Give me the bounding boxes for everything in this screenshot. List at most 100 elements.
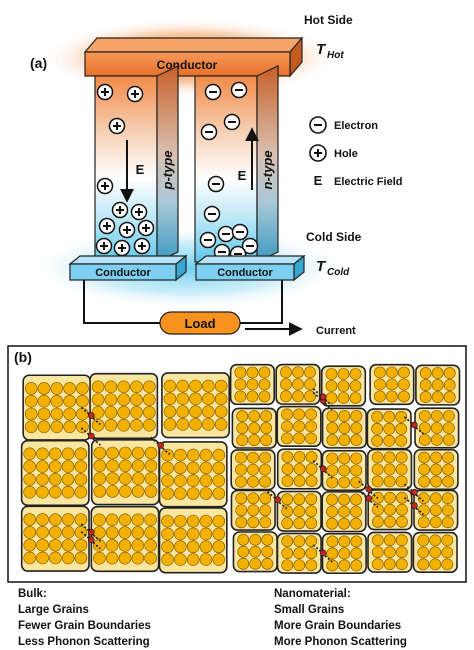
scatter-point	[365, 485, 373, 493]
legend-electron: Electron	[334, 120, 378, 132]
legend-field-symbol: E	[314, 173, 323, 188]
panel-a: (a) Hot Side Conductor T Hot p-type E	[28, 13, 402, 337]
grain	[89, 372, 159, 440]
hot-side-label: Hot Side	[304, 13, 353, 27]
electron-icon	[200, 123, 218, 141]
cold-conductor-right-label: Conductor	[217, 267, 273, 279]
grain	[276, 532, 322, 574]
hole-icon	[130, 203, 148, 221]
hole-icon	[108, 117, 126, 135]
hole-icon	[113, 239, 131, 257]
electron-icon	[223, 113, 241, 131]
scatter-point	[88, 432, 95, 440]
hot-conductor-label: Conductor	[157, 58, 218, 72]
hole-icon	[137, 219, 155, 237]
p-type-label: p-type	[160, 151, 175, 191]
nano-caption-title: Nanomaterial:	[274, 588, 351, 600]
external-circuit: Load Current	[83, 280, 356, 337]
load-box	[159, 311, 241, 335]
hot-conductor: Conductor	[83, 36, 304, 78]
n-field-symbol: E	[238, 168, 247, 183]
grain	[276, 490, 322, 532]
nano-caption: Nanomaterial: Small Grains More Grain Bo…	[274, 586, 407, 650]
electron-icon	[241, 237, 259, 255]
nano-caption-line: Small Grains	[274, 604, 345, 616]
grain	[90, 439, 160, 506]
grain	[158, 441, 228, 508]
hole-icon	[133, 237, 151, 255]
electron-icon	[199, 231, 217, 249]
grain	[275, 363, 321, 405]
grain	[412, 531, 458, 573]
electron-icon	[203, 205, 221, 223]
grain	[320, 365, 367, 407]
scatter-point	[319, 549, 327, 557]
electron-icon	[207, 175, 225, 193]
cold-side-label: Cold Side	[306, 230, 362, 244]
grain	[415, 364, 461, 406]
grain	[321, 407, 367, 449]
grain	[413, 489, 459, 531]
grain	[230, 489, 276, 531]
nano-caption-line: More Grain Boundaries	[274, 620, 402, 632]
electron-icon	[231, 223, 249, 241]
scatter-point	[411, 488, 418, 496]
scatter-point	[88, 528, 95, 536]
scatter-point	[274, 496, 281, 503]
current-label: Current	[316, 325, 356, 337]
hole-icon	[96, 177, 114, 195]
grain	[161, 372, 231, 439]
grain	[232, 531, 278, 573]
nano-grain-structure	[229, 363, 461, 575]
cold-conductor-left-label: Conductor	[95, 267, 151, 279]
bulk-caption-title: Bulk:	[18, 588, 47, 600]
legend-hole: Hole	[334, 148, 358, 160]
bulk-caption-line: Less Phonon Scattering	[18, 636, 150, 648]
t-hot-label: T Hot	[316, 41, 344, 61]
t-hot-main: T	[316, 41, 327, 58]
grain	[231, 407, 277, 449]
grain	[229, 363, 276, 406]
scatter-point	[88, 412, 95, 419]
hole-icon	[111, 201, 129, 219]
scatter-point	[157, 442, 164, 449]
grain	[276, 405, 322, 447]
t-cold-sub: Cold	[327, 267, 350, 278]
bulk-caption-line: Large Grains	[18, 604, 89, 616]
p-type-leg: p-type E	[94, 65, 179, 263]
t-cold-main: T	[316, 258, 327, 275]
grain	[414, 407, 460, 449]
nano-caption-line: More Phonon Scattering	[274, 636, 407, 648]
grain	[366, 408, 412, 450]
hole-group	[95, 83, 155, 257]
grain	[90, 505, 160, 573]
grain	[367, 489, 413, 531]
electron-icon	[204, 83, 222, 101]
grain	[22, 374, 92, 441]
p-field-symbol: E	[136, 162, 145, 177]
grain	[276, 448, 323, 490]
scatter-point	[319, 393, 327, 401]
grain	[20, 439, 90, 507]
electron-icon	[230, 81, 248, 99]
grain	[367, 531, 413, 573]
hole-icon	[98, 217, 116, 235]
n-type-leg: n-type E	[194, 65, 279, 263]
grain	[158, 507, 228, 574]
scatter-point	[411, 502, 418, 509]
panel-b: (b)	[7, 345, 467, 583]
t-hot-sub: Hot	[327, 50, 344, 61]
legend-field: Electric Field	[334, 176, 402, 188]
hole-icon	[96, 83, 114, 101]
hole-icon	[118, 221, 136, 239]
panel-b-label: (b)	[14, 349, 32, 365]
grain	[369, 363, 415, 406]
grain	[321, 532, 367, 575]
grain	[321, 491, 367, 533]
grain	[321, 449, 367, 492]
grain	[367, 448, 413, 490]
grain	[20, 505, 90, 572]
load-label: Load	[184, 316, 215, 331]
hole-icon	[95, 237, 113, 255]
